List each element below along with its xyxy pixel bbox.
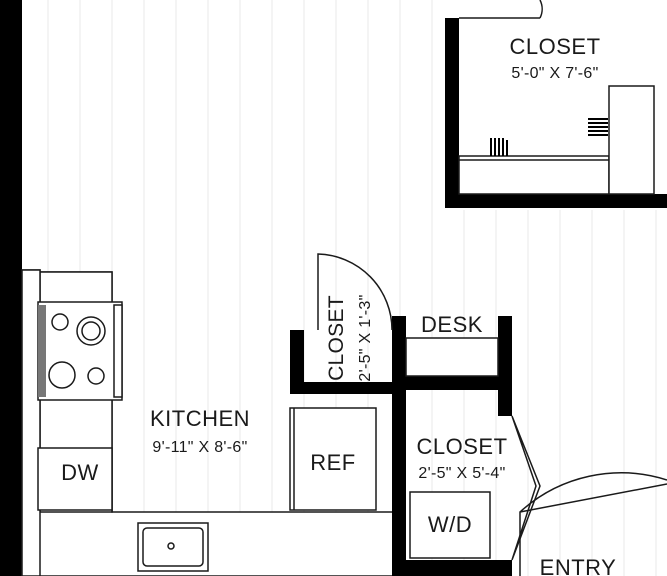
closet-top-walls — [445, 18, 667, 208]
closet-small-door — [317, 253, 393, 331]
sink — [137, 522, 209, 572]
closet-top-label: CLOSET — [509, 34, 600, 59]
closet-top-side-shelf — [608, 85, 655, 195]
closet-top-shelf — [458, 155, 610, 195]
kitchen-dims: 9'-11" X 8'-6" — [152, 439, 247, 456]
refrigerator-label: REF — [310, 450, 356, 475]
closet-small-label: CLOSET — [325, 295, 348, 381]
refrigerator: REF — [289, 407, 377, 511]
bifold-door — [511, 415, 541, 561]
hanger-icon — [490, 138, 508, 156]
entry-door — [519, 472, 667, 576]
kitchen-label: KITCHEN — [150, 406, 250, 431]
dishwasher: DW — [37, 447, 113, 511]
washer-dryer-label: W/D — [428, 512, 472, 537]
hanger-icon — [588, 118, 608, 136]
desk-surface — [405, 337, 499, 377]
washer-dryer: W/D — [409, 491, 491, 559]
closet-wd-label: CLOSET — [416, 434, 507, 459]
entry-label: ENTRY — [540, 555, 617, 576]
closet-small-dims: 2'-5" X 1'-3" — [357, 294, 374, 381]
closet-wd-dims: 2'-5" X 5'-4" — [418, 465, 505, 482]
closet-top-dims: 5'-0" X 7'-6" — [511, 65, 598, 82]
exterior-wall-left — [0, 0, 22, 576]
desk-label: DESK — [421, 312, 483, 337]
interior-walls — [290, 316, 512, 576]
stove — [37, 301, 123, 401]
dishwasher-label: DW — [61, 460, 99, 485]
closet-top-door — [459, 0, 543, 19]
